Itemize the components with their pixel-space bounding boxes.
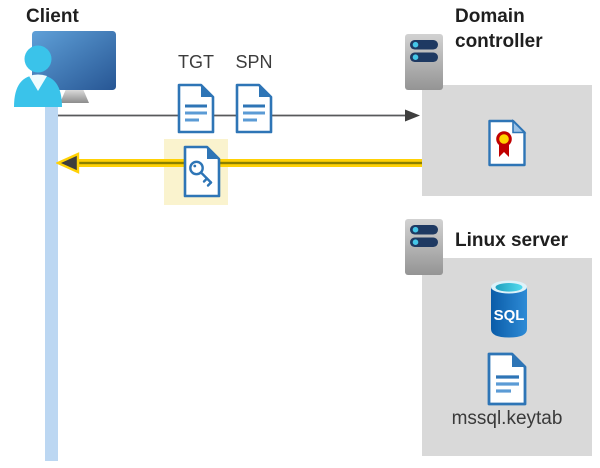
client-workstation-icon	[14, 31, 116, 107]
domain-controller-title: Domain controller	[455, 6, 543, 52]
spn-document-icon	[235, 83, 273, 134]
tgt-label: TGT	[178, 52, 214, 72]
ticket-request-arrow	[58, 109, 420, 122]
client-title: Client	[26, 6, 79, 27]
client-lifeline	[45, 93, 58, 461]
domain-controller-server-icon	[405, 34, 443, 90]
certificate-icon	[488, 119, 527, 167]
sql-icon-label: SQL	[494, 307, 525, 324]
monitor-icon	[32, 31, 116, 103]
keytab-label: mssql.keytab	[451, 408, 563, 429]
sql-database-icon: SQL	[491, 280, 527, 338]
key-document-icon	[183, 145, 221, 198]
tgt-document-icon	[177, 83, 215, 134]
linux-server-title: Linux server	[455, 230, 568, 251]
person-icon	[14, 45, 62, 107]
keytab-document-icon	[487, 352, 527, 406]
spn-label: SPN	[235, 52, 273, 72]
linux-server-icon	[405, 219, 443, 275]
ticket-response-arrow	[56, 152, 422, 174]
